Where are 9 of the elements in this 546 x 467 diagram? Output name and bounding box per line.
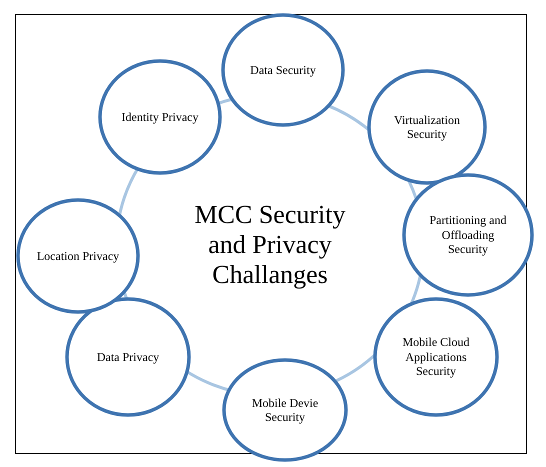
topic-label: Data Security xyxy=(250,62,316,78)
topic-label: Location Privacy xyxy=(36,248,120,264)
topic-label: Partitioning and Offloading Security xyxy=(428,213,508,257)
topic-label: Identity Privacy xyxy=(122,110,198,124)
diagram-heading: MCC Security and Privacy Challanges xyxy=(194,200,346,290)
topic-label: Mobile Devie Security xyxy=(250,396,320,424)
topic-label: Data Privacy xyxy=(96,350,160,364)
topic-label: Mobile Cloud Applications Security xyxy=(401,335,470,379)
topic-label: Virtualization Security xyxy=(393,112,461,142)
